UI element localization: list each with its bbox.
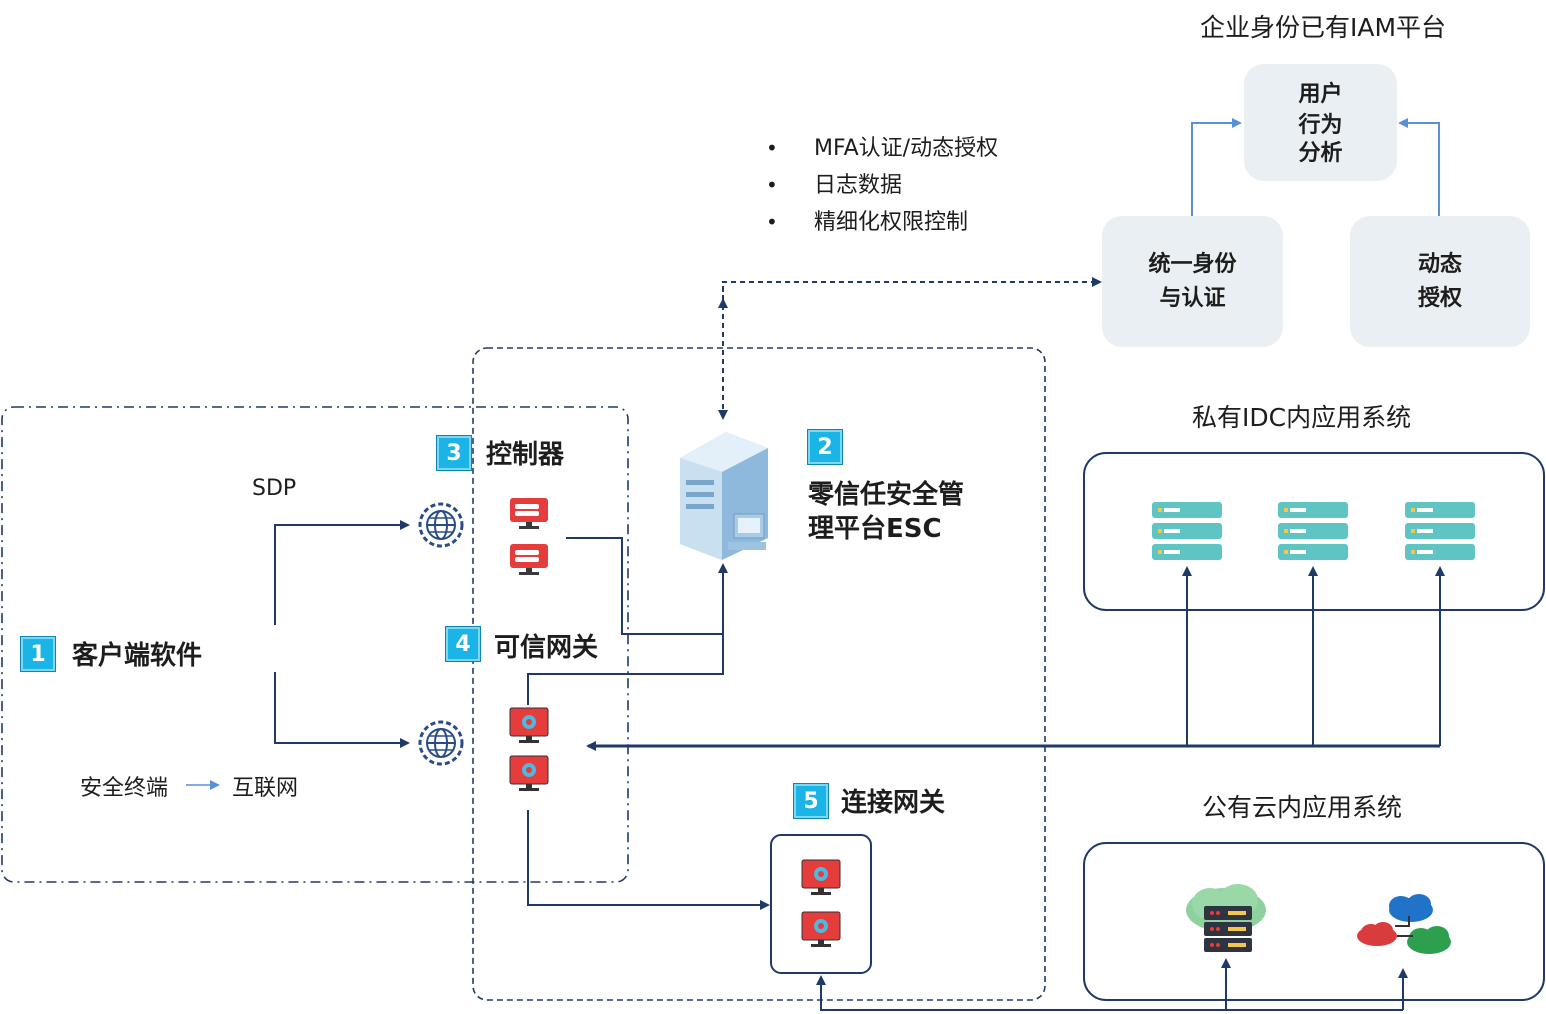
feature-text: MFA认证/动态授权 [814, 136, 999, 161]
iam-title: 企业身份已有IAM平台 [1200, 13, 1447, 42]
globe-gear-icon [416, 718, 466, 772]
public-cloud-box [1083, 842, 1545, 1001]
esc-zone [472, 347, 1046, 1001]
red-monitor-icon [800, 858, 842, 952]
identity-auth-card: 统一身份 与认证 [1102, 216, 1283, 347]
client-badge: 1 [21, 637, 55, 671]
connect-gateway-box [770, 834, 872, 974]
authorization-card-line-1: 动态 [1417, 251, 1462, 277]
server-monitor-icon [676, 428, 772, 568]
feature-text: 精细化权限控制 [814, 210, 969, 235]
terminal-label: 安全终端 [80, 776, 169, 801]
esc-iam-link [722, 277, 1102, 418]
multi-cloud-icon [1355, 892, 1455, 962]
authorization-card-line-2: 授权 [1417, 285, 1462, 311]
internet-label: 互联网 [232, 776, 299, 801]
teal-rack-icon [1152, 500, 1222, 568]
identity-card-line-2: 与认证 [1159, 285, 1226, 311]
esc-badge: 2 [808, 430, 842, 464]
behavior-card-line-1: 用户 [1298, 81, 1343, 107]
behavior-analysis-card: 用户 行为 分析 [1244, 64, 1397, 181]
red-monitor-icon [508, 706, 550, 796]
trusted-gateway-badge: 4 [446, 627, 480, 661]
cloud-server-icon [1184, 882, 1268, 962]
feature-item: •MFA认证/动态授权 [766, 136, 999, 161]
esc-title-line-1: 零信任安全管 [808, 480, 965, 510]
identity-card-line-1: 统一身份 [1148, 251, 1237, 277]
behavior-card-line-2: 行为 [1298, 112, 1343, 138]
private-idc-title: 私有IDC内应用系统 [1192, 403, 1412, 432]
esc-title: 零信任安全管 理平台ESC [808, 478, 964, 546]
feature-text: 日志数据 [814, 173, 903, 198]
dynamic-authorization-card: 动态 授权 [1350, 216, 1530, 347]
feature-item: •精细化权限控制 [766, 210, 969, 235]
behavior-card-line-3: 分析 [1298, 140, 1343, 166]
controller-device-icon [508, 496, 550, 582]
feature-item: •日志数据 [766, 173, 903, 198]
trusted-gateway-label: 可信网关 [494, 633, 599, 663]
sdp-label: SDP [252, 476, 297, 501]
controller-badge: 3 [437, 436, 471, 470]
feature-list: •MFA认证/动态授权 •日志数据 •精细化权限控制 [766, 130, 998, 241]
globe-gear-icon [416, 500, 466, 554]
client-zone [1, 406, 629, 883]
connect-gateway-label: 连接网关 [841, 788, 946, 818]
public-cloud-title: 公有云内应用系统 [1202, 793, 1403, 822]
teal-rack-icon [1405, 500, 1475, 568]
controller-label: 控制器 [486, 440, 565, 470]
esc-title-line-2: 理平台ESC [808, 514, 942, 544]
connect-gateway-badge: 5 [794, 784, 828, 818]
teal-rack-icon [1278, 500, 1348, 568]
client-label: 客户端软件 [72, 641, 203, 671]
